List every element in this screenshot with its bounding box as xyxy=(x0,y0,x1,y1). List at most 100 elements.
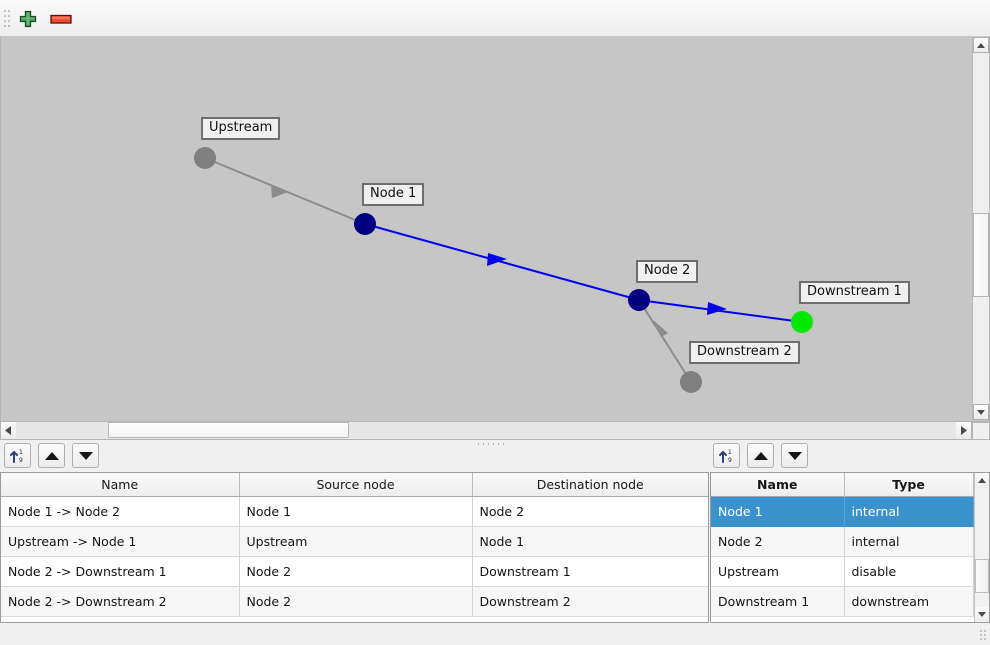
table-row[interactable]: Node 1 -> Node 2 Node 1 Node 2 xyxy=(1,496,708,527)
scroll-left-button[interactable] xyxy=(1,422,16,438)
sort-icon: 1 9 xyxy=(719,449,732,464)
plus-icon xyxy=(19,10,37,27)
nodes-move-up-button[interactable] xyxy=(747,443,774,468)
nodes-table-scrollbar[interactable] xyxy=(974,473,989,622)
nodes-cell-name: Downstream 1 xyxy=(711,586,845,617)
nodes-scroll-thumb[interactable] xyxy=(975,559,989,593)
links-table-grid: Name Source node Destination node Node 1… xyxy=(1,473,708,617)
main-toolbar xyxy=(0,0,990,37)
links-table-header-row: Name Source node Destination node xyxy=(1,473,708,497)
nodes-cell-type: internal xyxy=(844,496,974,527)
canvas-vertical-scrollbar[interactable] xyxy=(972,37,989,420)
scroll-right-button[interactable] xyxy=(956,422,971,438)
triangle-up-icon xyxy=(977,42,985,48)
scroll-down-button[interactable] xyxy=(973,404,989,420)
vertical-scroll-track[interactable] xyxy=(973,53,989,404)
graph-label-upstream[interactable]: Upstream xyxy=(201,117,281,140)
links-cell-source: Node 1 xyxy=(239,496,473,527)
nodes-scroll-down-button[interactable] xyxy=(975,607,989,622)
edge-node2-downstream2[interactable] xyxy=(638,299,692,383)
triangle-down-icon xyxy=(977,409,985,415)
edge-node2-downstream1[interactable] xyxy=(638,299,803,323)
nodes-cell-type: internal xyxy=(844,526,974,557)
links-cell-source: Upstream xyxy=(239,526,473,557)
triangle-down-icon xyxy=(978,612,986,617)
canvas-horizontal-scrollbar[interactable] xyxy=(0,422,972,440)
graph-label-downstream1[interactable]: Downstream 1 xyxy=(799,281,910,304)
triangle-right-icon xyxy=(961,425,967,435)
links-cell-name: Node 1 -> Node 2 xyxy=(1,496,240,527)
horizontal-scroll-thumb[interactable] xyxy=(108,422,349,438)
add-button[interactable] xyxy=(14,5,42,32)
horizontal-splitter[interactable] xyxy=(0,440,990,449)
links-cell-name: Upstream -> Node 1 xyxy=(1,526,240,557)
graph-node-downstream2[interactable] xyxy=(680,371,702,393)
links-cell-name: Node 2 -> Downstream 2 xyxy=(1,586,240,617)
resize-grip[interactable] xyxy=(980,630,986,640)
edge-node1-node2[interactable] xyxy=(364,223,640,301)
minus-icon xyxy=(50,14,72,24)
delete-button[interactable] xyxy=(47,5,75,32)
nodes-table[interactable]: Name Type Node 1 internal Node 2 interna… xyxy=(710,472,990,623)
graph-node-downstream1[interactable] xyxy=(791,311,813,333)
nodes-move-down-button[interactable] xyxy=(781,443,808,468)
nodes-scroll-up-button[interactable] xyxy=(975,473,989,488)
table-row[interactable]: Upstream disable xyxy=(711,556,989,587)
table-row[interactable]: Node 1 internal xyxy=(711,496,989,527)
graph-node-node1[interactable] xyxy=(354,213,376,235)
triangle-down-icon xyxy=(78,451,93,460)
links-cell-destination: Downstream 1 xyxy=(472,556,708,587)
graph-label-node2[interactable]: Node 2 xyxy=(636,260,699,283)
graph-edges xyxy=(194,147,813,393)
table-row[interactable]: Downstream 1 downstream xyxy=(711,586,989,617)
triangle-up-icon xyxy=(44,451,59,460)
splitter-grip xyxy=(478,443,504,446)
nodes-cell-name: Node 1 xyxy=(711,496,845,527)
nodes-column-type[interactable]: Type xyxy=(844,473,974,497)
links-column-name[interactable]: Name xyxy=(1,473,240,497)
triangle-left-icon xyxy=(5,425,11,435)
graph-canvas[interactable]: Upstream Node 1 Node 2 Downstream 1 Down… xyxy=(1,37,973,420)
links-cell-destination: Node 2 xyxy=(472,496,708,527)
nodes-cell-name: Upstream xyxy=(711,556,845,587)
svg-text:1: 1 xyxy=(19,449,23,456)
table-row[interactable]: Node 2 -> Downstream 1 Node 2 Downstream… xyxy=(1,556,708,587)
graph-label-downstream2[interactable]: Downstream 2 xyxy=(689,341,800,364)
nodes-cell-type: disable xyxy=(844,556,974,587)
nodes-cell-name: Node 2 xyxy=(711,526,845,557)
edge-upstream-node1[interactable] xyxy=(204,157,366,225)
toolbar-drag-handle[interactable] xyxy=(4,10,10,28)
links-table[interactable]: Name Source node Destination node Node 1… xyxy=(0,472,709,623)
links-cell-destination: Downstream 2 xyxy=(472,586,708,617)
links-move-up-button[interactable] xyxy=(38,443,65,468)
scrollbar-corner xyxy=(972,422,990,440)
status-bar xyxy=(0,624,990,645)
sort-icon: 1 9 xyxy=(10,449,23,464)
links-cell-source: Node 2 xyxy=(239,586,473,617)
graph-node-upstream[interactable] xyxy=(194,147,216,169)
table-row[interactable]: Node 2 internal xyxy=(711,526,989,557)
triangle-up-icon xyxy=(978,478,986,483)
svg-text:9: 9 xyxy=(19,457,23,464)
nodes-sort-button[interactable]: 1 9 xyxy=(713,443,740,468)
graph-label-node1[interactable]: Node 1 xyxy=(362,183,425,206)
graph-canvas-container: Upstream Node 1 Node 2 Downstream 1 Down… xyxy=(0,37,990,422)
graph-node-node2[interactable] xyxy=(628,289,650,311)
nodes-column-name[interactable]: Name xyxy=(711,473,845,497)
links-move-down-button[interactable] xyxy=(72,443,99,468)
triangle-up-icon xyxy=(753,451,768,460)
links-cell-source: Node 2 xyxy=(239,556,473,587)
links-column-source[interactable]: Source node xyxy=(239,473,473,497)
svg-text:9: 9 xyxy=(728,457,732,464)
triangle-down-icon xyxy=(787,451,802,460)
links-column-destination[interactable]: Destination node xyxy=(472,473,708,497)
table-row[interactable]: Upstream -> Node 1 Upstream Node 1 xyxy=(1,526,708,557)
nodes-cell-type: downstream xyxy=(844,586,974,617)
links-cell-destination: Node 1 xyxy=(472,526,708,557)
scroll-up-button[interactable] xyxy=(973,37,989,53)
vertical-scroll-thumb[interactable] xyxy=(973,213,989,297)
table-row[interactable]: Node 2 -> Downstream 2 Node 2 Downstream… xyxy=(1,586,708,617)
nodes-table-header-row: Name Type xyxy=(711,473,989,497)
links-sort-button[interactable]: 1 9 xyxy=(4,443,31,468)
